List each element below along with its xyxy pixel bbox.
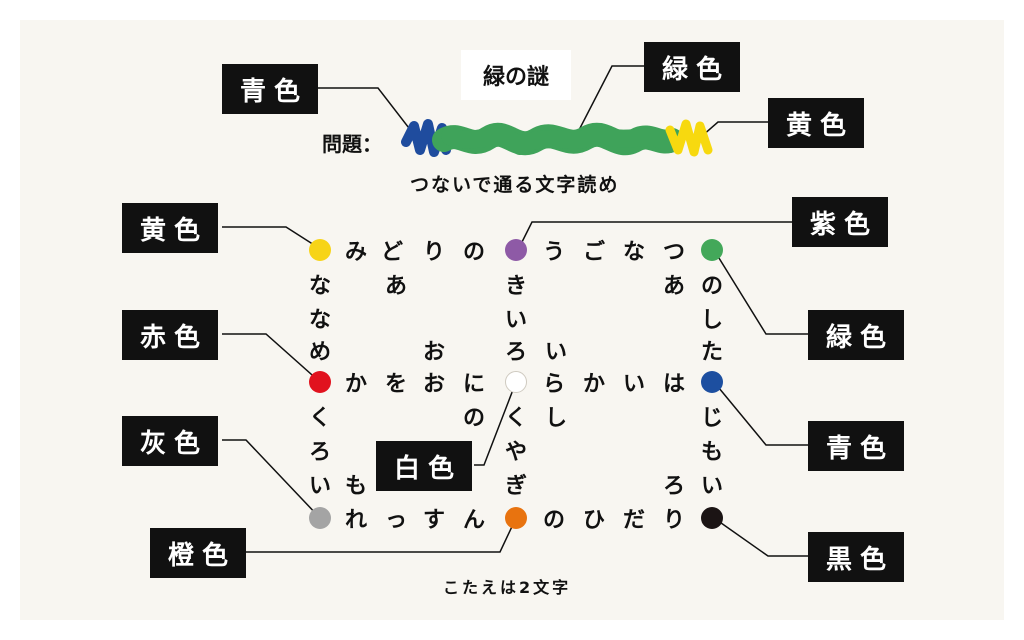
grid-char-r4-8: い [622, 372, 645, 397]
grid-char-x-i: い [544, 340, 567, 365]
grid-char-r0-6: う [542, 240, 565, 265]
grid-char-c8-2: し [700, 308, 723, 333]
connector-yellow [222, 226, 323, 251]
grid-char-c4-7: ぎ [504, 474, 527, 499]
grid-char-r0-3: り [422, 240, 445, 265]
grid-char-r4-9: は [662, 372, 685, 397]
subtitle: つないで通る文字読め [410, 174, 620, 196]
grid-char-r4-1: か [344, 372, 367, 397]
grid-char-r8-2: っ [384, 508, 407, 533]
grid-char-c0-3: め [308, 340, 331, 365]
grid-char-r0-4: の [462, 240, 485, 265]
grid-char-r0-9: つ [662, 240, 685, 265]
grid-char-r0-2: ど [380, 240, 403, 265]
grid-char-r0-1: み [344, 240, 367, 265]
answer-hint: こたえは2文字 [443, 578, 572, 597]
dot-red[interactable] [309, 371, 331, 393]
label-orange: 橙色 [150, 528, 246, 578]
grid-char-r0-8: な [622, 240, 645, 265]
dot-orange[interactable] [505, 507, 527, 529]
connector-top-yellow [701, 121, 768, 137]
grid-char-c4-5: く [504, 406, 527, 431]
grid-char-r4-3: お [422, 372, 445, 397]
scribble-yellow [665, 119, 713, 157]
dot-white[interactable] [505, 371, 527, 393]
connector-gray [222, 439, 321, 519]
dot-yellow[interactable] [309, 239, 331, 261]
connector-white [474, 381, 517, 466]
label-top-green: 緑色 [644, 42, 740, 92]
grid-char-r8-6: の [542, 508, 565, 533]
connector-red [222, 333, 321, 383]
color-dots [309, 239, 723, 529]
connector-green [713, 249, 808, 335]
grid-char-x-shi: し [544, 406, 567, 431]
grid-char-r8-4: ん [462, 508, 485, 533]
label-purple: 紫色 [792, 197, 888, 247]
grid-char-c4-2: い [504, 308, 527, 333]
label-black: 黒色 [808, 532, 904, 582]
label-yellow: 黄色 [122, 203, 218, 253]
dot-gray[interactable] [309, 507, 331, 529]
dot-green[interactable] [701, 239, 723, 261]
grid-char-r4-4: に [462, 372, 485, 397]
connector-top-green [577, 65, 644, 133]
scribble-green-fill [441, 123, 679, 155]
grid-char-x-o: お [422, 340, 445, 365]
grid-char-c8-7: い [700, 474, 723, 499]
label-top-yellow: 黄色 [768, 98, 864, 148]
grid-char-c0-7: い [308, 474, 331, 499]
grid-char-c4-1: き [504, 274, 527, 299]
label-white: 白色 [376, 441, 472, 491]
puzzle-title: 緑の謎 [461, 50, 571, 100]
scribble-stroke [401, 119, 713, 157]
grid-char-r4-6: ら [542, 372, 565, 397]
grid-char-x-ro: ろ [662, 474, 685, 499]
grid-char-c8-5: じ [700, 406, 723, 431]
dot-black[interactable] [701, 507, 723, 529]
label-red: 赤色 [122, 310, 218, 360]
grid-char-x-no: の [462, 406, 485, 431]
grid-char-c8-6: も [700, 440, 723, 465]
grid-char-r4-7: か [582, 372, 605, 397]
grid-char-x-a1: あ [384, 274, 407, 299]
grid-char-c0-5: く [308, 406, 331, 431]
connector-black [713, 517, 808, 557]
grid-char-c0-1: な [308, 274, 331, 299]
connector-blue [713, 381, 808, 446]
question-label: 問題： [322, 132, 382, 156]
label-blue: 青色 [808, 421, 904, 471]
grid-char-x-mo: も [344, 474, 367, 499]
grid-char-r8-7: ひ [582, 508, 605, 533]
label-top-blue: 青色 [222, 64, 318, 114]
grid-char-r8-1: れ [344, 508, 367, 533]
grid-char-r4-2: を [384, 372, 407, 397]
grid-char-c8-1: の [700, 274, 723, 299]
label-green: 緑色 [808, 310, 904, 360]
grid-char-x-a2: あ [662, 274, 685, 299]
grid-char-r8-9: り [662, 508, 685, 533]
grid-char-c8-3: た [700, 340, 723, 365]
grid-char-r8-8: だ [622, 508, 645, 533]
grid-char-c4-3: ろ [504, 340, 527, 365]
dot-blue[interactable] [701, 371, 723, 393]
connector-top-blue [318, 87, 413, 133]
grid-char-c0-6: ろ [308, 440, 331, 465]
dot-purple[interactable] [505, 239, 527, 261]
grid-char-r8-3: す [422, 508, 445, 533]
grid-char-r0-7: ご [582, 240, 605, 265]
label-gray: 灰色 [122, 416, 218, 466]
connector-orange [246, 517, 517, 553]
grid-char-c4-6: や [504, 440, 527, 465]
grid-char-c0-2: な [308, 308, 331, 333]
connector-purple [517, 221, 792, 251]
